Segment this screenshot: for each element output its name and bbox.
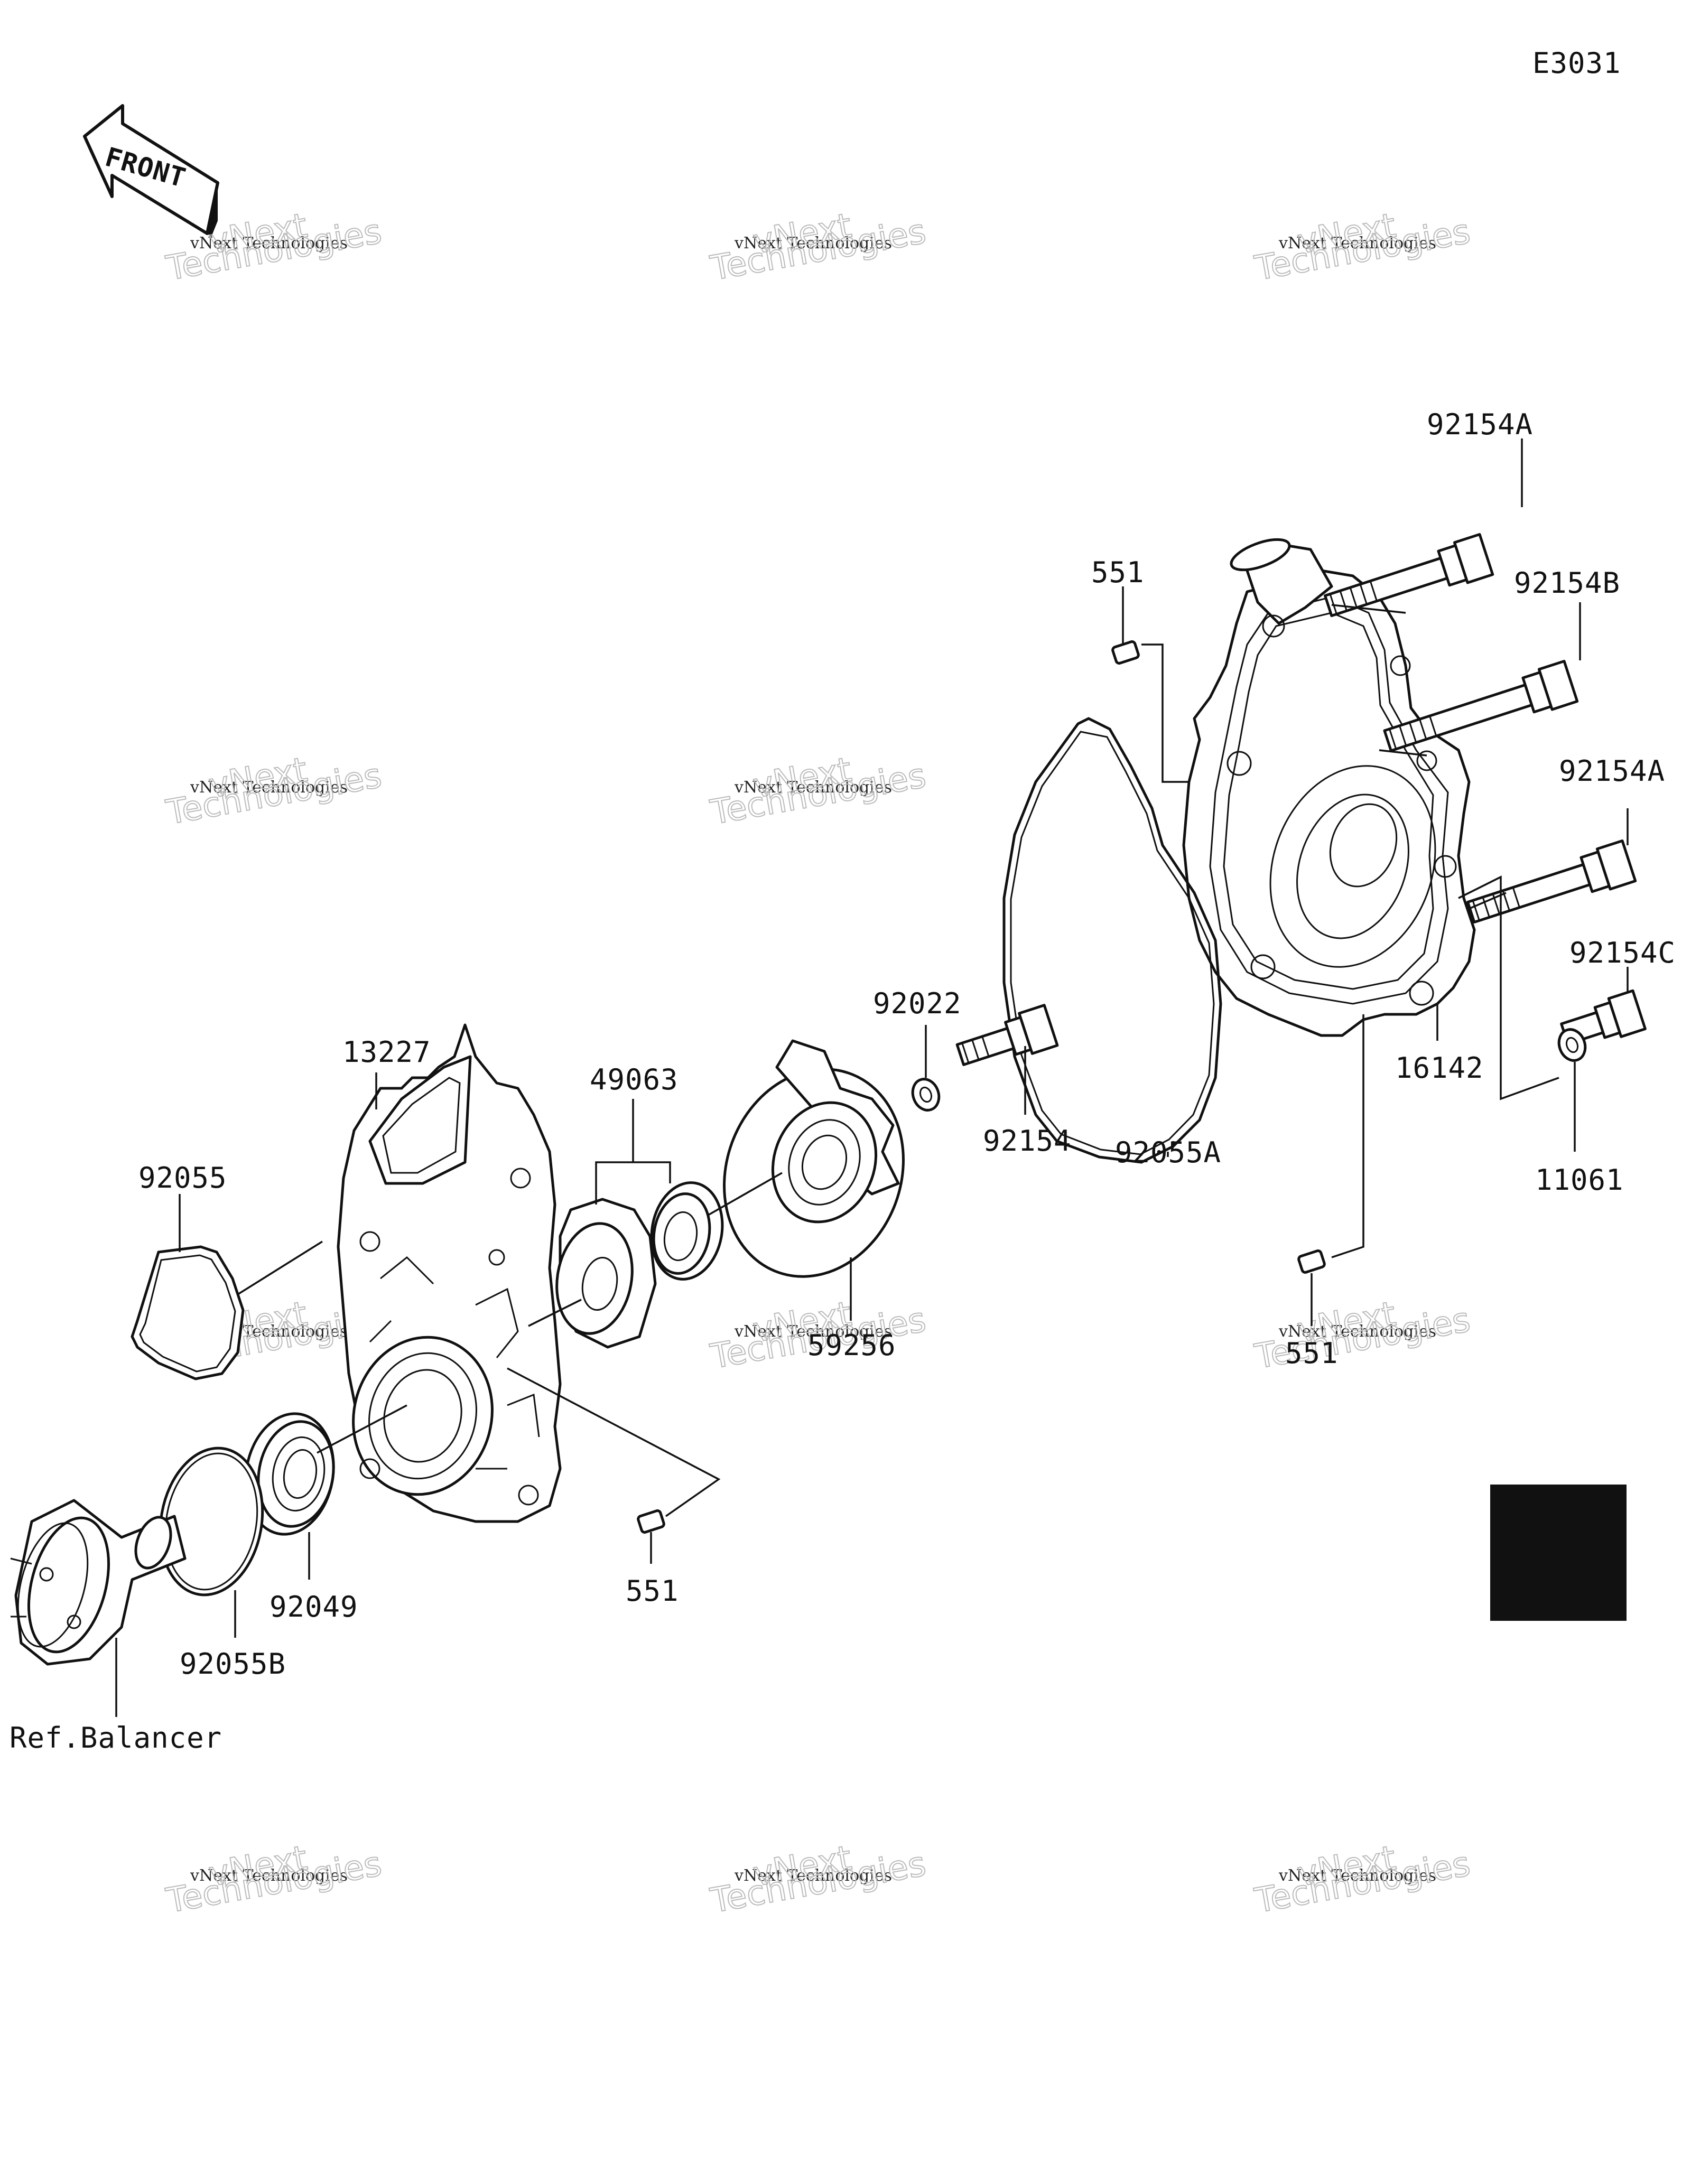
- gasket-large-inner: [1010, 731, 1215, 1155]
- oil-seal-drawing: [244, 1412, 335, 1536]
- part-label-13227: 13227: [342, 1035, 431, 1069]
- black-square: [1490, 1485, 1627, 1621]
- part-label-92154b: 92154B: [1514, 566, 1620, 600]
- o-ring-triangle-drawing: [131, 1245, 245, 1380]
- part-label-92154c: 92154C: [1569, 936, 1676, 969]
- watermark-text: vNext Technologies: [1278, 1322, 1436, 1341]
- dowel-pin-bottom-drawing: [637, 1509, 665, 1534]
- o-ring-triangle-inner: [139, 1254, 236, 1373]
- watermark-text: vNext Technologies: [190, 1866, 348, 1885]
- gasket-large-drawing: [1002, 717, 1222, 1164]
- front-arrow-icon: FRONT: [83, 104, 219, 237]
- dowel-pin-top-drawing: [1111, 640, 1140, 665]
- bolt-short-drawing: [955, 1004, 1059, 1066]
- pump-cover-drawing: [1182, 538, 1476, 1037]
- part-label-92049: 92049: [270, 1590, 358, 1623]
- part-label-92154: 92154: [983, 1124, 1072, 1158]
- ref-balancer-label: Ref.Balancer: [10, 1721, 222, 1754]
- watermark-text: vNext Technologies: [734, 778, 892, 797]
- watermark-text: vNext Technologies: [1278, 234, 1436, 253]
- part-label-551-bottom: 551: [626, 1574, 679, 1608]
- part-label-92055a: 92055A: [1115, 1136, 1221, 1169]
- diagram-code: E3031: [1532, 46, 1621, 80]
- plate-drawing: [337, 1023, 562, 1523]
- impeller-drawing: [723, 1039, 905, 1278]
- part-label-92022: 92022: [873, 987, 962, 1020]
- part-label-11061: 11061: [1535, 1163, 1624, 1197]
- watermark-text: vNext Technologies: [190, 778, 348, 797]
- part-labels: 92154A 551 92154B 92154A 92154C 92022 13…: [10, 408, 1676, 1754]
- part-label-551-right: 551: [1285, 1337, 1339, 1370]
- watermark-text: vNext Technologies: [190, 234, 348, 253]
- part-label-92055: 92055: [138, 1161, 227, 1194]
- part-label-551-top: 551: [1091, 556, 1145, 589]
- watermark-text: vNext Technologies: [734, 1866, 892, 1885]
- part-label-92154a-top: 92154A: [1427, 408, 1533, 441]
- leader-lines: [115, 438, 1629, 1717]
- watermark-text: vNext Technologies: [734, 234, 892, 253]
- seal-set-drawing: [555, 1181, 724, 1349]
- part-label-92055b: 92055B: [180, 1647, 286, 1681]
- washer-drawing: [911, 1078, 941, 1112]
- dowel-pin-right-drawing: [1297, 1249, 1326, 1274]
- balancer-shaft-drawing: [10, 1499, 187, 1666]
- part-label-16142: 16142: [1395, 1051, 1484, 1085]
- watermark-text: vNext Technologies: [1278, 1866, 1436, 1885]
- watermark-text: vNext Technologies: [734, 1322, 892, 1341]
- bolt-top-drawing: [1324, 533, 1494, 618]
- bolt-middle-drawing: [1383, 659, 1579, 752]
- gasket-washer-drawing: [1557, 1028, 1587, 1062]
- bolt-lower-drawing: [1466, 839, 1637, 924]
- part-label-59256: 59256: [807, 1329, 896, 1362]
- part-label-49063: 49063: [590, 1063, 679, 1096]
- part-label-92154a-lower: 92154A: [1559, 754, 1665, 788]
